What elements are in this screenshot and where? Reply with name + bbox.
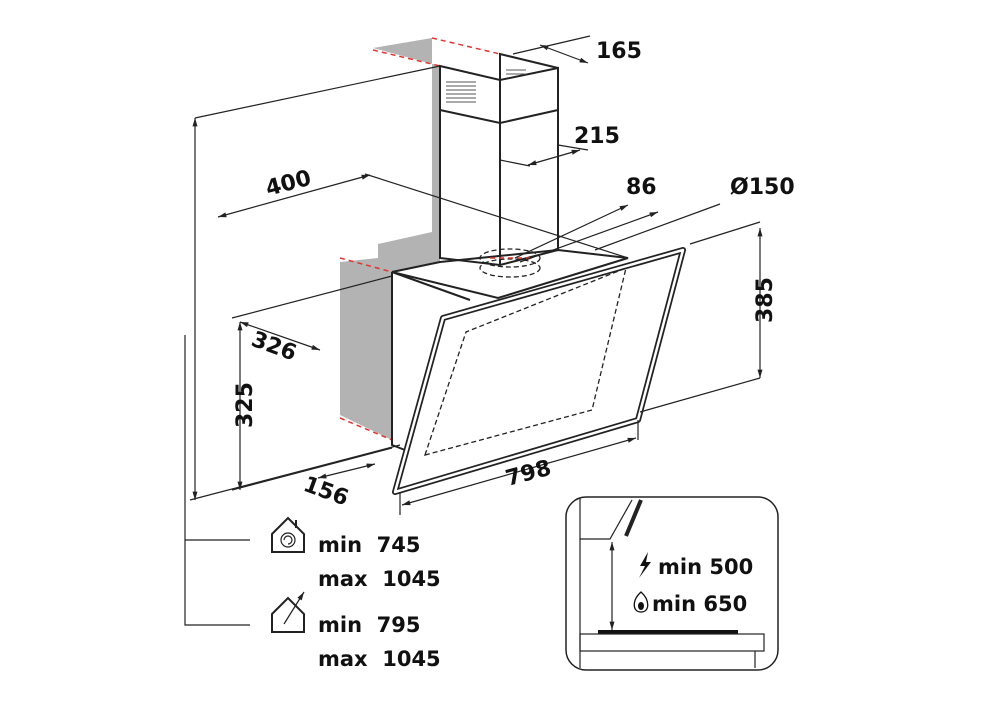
dim-400: 400	[263, 166, 314, 202]
outlet-ellipse-bottom	[479, 258, 541, 278]
hood-body	[391, 248, 629, 451]
dim-156: 156	[300, 472, 352, 511]
extraction-min: min 795	[318, 613, 421, 637]
dim-diameter-150: Ø150	[730, 175, 795, 200]
extraction-max: max 1045	[318, 647, 441, 671]
recirculation-min: min 745	[318, 533, 421, 557]
recirculation-max: max 1045	[318, 567, 441, 591]
dim-798: 798	[503, 456, 554, 492]
flame-icon	[633, 591, 649, 613]
wall-edge-bottom	[339, 417, 393, 441]
dim-86: 86	[626, 175, 657, 200]
wall-edge-top-back	[431, 37, 501, 55]
chimney	[439, 52, 559, 267]
outlet-ellipse-top	[479, 248, 541, 268]
gas-clearance: min 650	[652, 592, 747, 616]
vent-grille-icon	[446, 69, 526, 103]
lightning-icon	[639, 552, 651, 578]
clearance-inset: min 500 min 650	[565, 496, 779, 671]
dim-215: 215	[574, 124, 620, 149]
wall-edge-top	[372, 49, 441, 67]
dim-326: 326	[248, 327, 300, 366]
dim-325: 325	[233, 382, 258, 428]
wall	[339, 37, 501, 441]
house-extraction-icon	[271, 591, 305, 633]
dim-385: 385	[753, 277, 778, 323]
dim-165: 165	[596, 39, 642, 64]
dimension-lines	[184, 35, 763, 626]
house-recirculation-icon	[271, 516, 305, 553]
electric-clearance: min 500	[658, 555, 753, 579]
